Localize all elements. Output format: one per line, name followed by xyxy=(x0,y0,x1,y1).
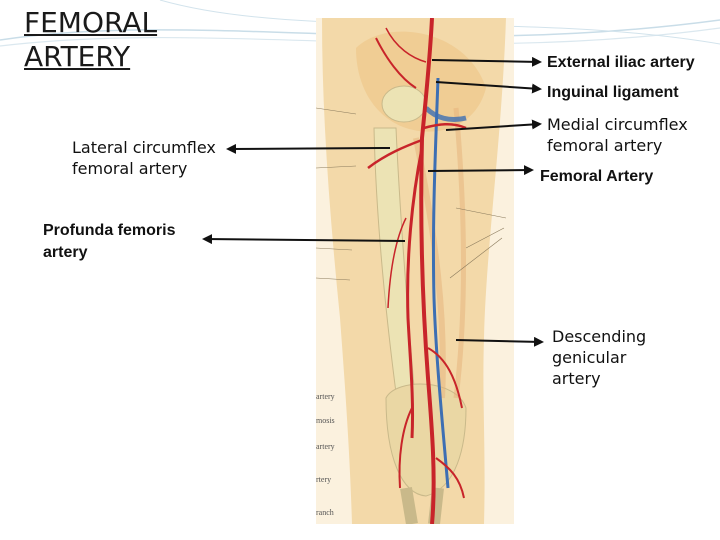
label-profunda-femoris-artery: Profunda femoris artery xyxy=(43,222,176,261)
edge-fragment-5: ranch xyxy=(316,508,334,517)
thigh-artery-illustration: artery mosis artery rtery ranch xyxy=(316,18,514,524)
label-medial-circumflex-femoral-artery: Medial circumflex femoral artery xyxy=(547,115,688,155)
label-femoral-artery: Femoral Artery xyxy=(540,168,654,185)
label-lateral-circumflex-femoral-artery: Lateral circumflex femoral artery xyxy=(72,138,216,178)
page-title: FEMORAL ARTERY xyxy=(24,6,157,74)
edge-fragment-2: mosis xyxy=(316,416,335,425)
title-line-1: FEMORAL xyxy=(24,6,158,39)
edge-fragment-4: rtery xyxy=(316,475,331,484)
label-inguinal-ligament: Inguinal ligament xyxy=(547,84,679,101)
edge-fragment-3: artery xyxy=(316,442,335,451)
edge-fragment-1: artery xyxy=(316,392,335,401)
label-descending-genicular-artery: Descending genicular artery xyxy=(552,327,647,388)
label-external-iliac-artery: External iliac artery xyxy=(547,54,695,71)
title-line-2: ARTERY xyxy=(24,40,131,73)
